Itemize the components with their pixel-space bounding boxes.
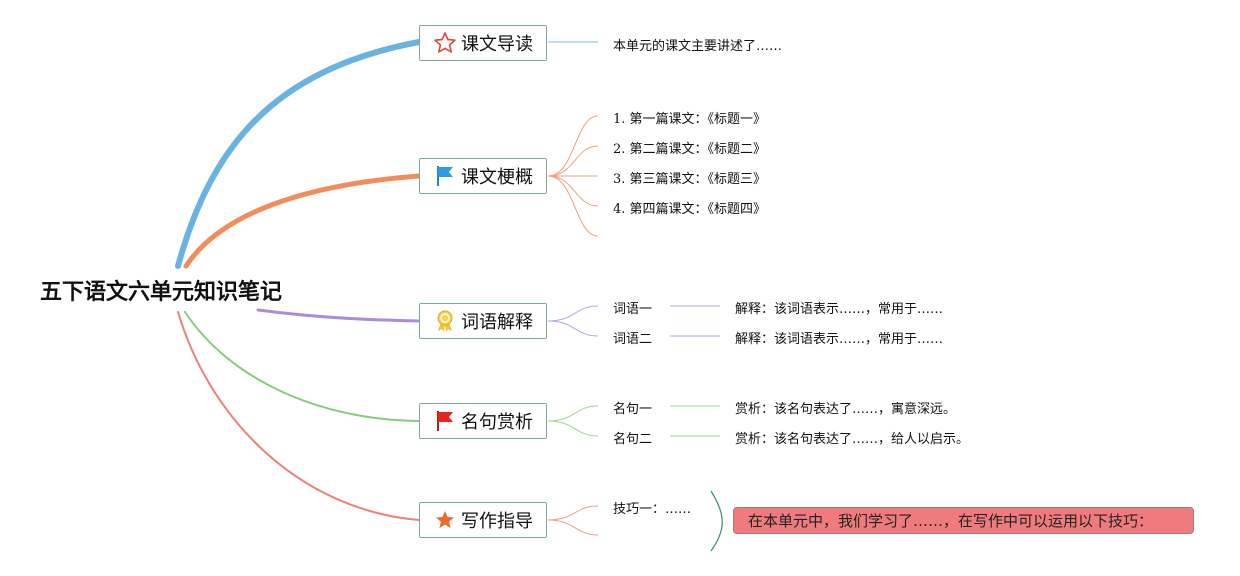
topic-label: 课文导读 bbox=[461, 34, 533, 55]
term-description[interactable]: 赏析：该名句表达了……，给人以启示。 bbox=[735, 432, 970, 447]
star-outline-icon bbox=[433, 31, 457, 55]
leaf-connector bbox=[547, 505, 599, 521]
term-label[interactable]: 词语二 bbox=[613, 332, 653, 347]
topic-node-vocabulary[interactable]: 词语解释 bbox=[419, 303, 547, 339]
term-label[interactable]: 名句一 bbox=[613, 402, 653, 417]
leaf-connector bbox=[547, 405, 599, 422]
topic-label: 写作指导 bbox=[461, 511, 533, 532]
summary-text: 在本单元中，我们学习了……，在写作中可以运用以下技巧： bbox=[748, 512, 1154, 530]
term-label[interactable]: 词语一 bbox=[613, 302, 653, 317]
term-description[interactable]: 解释：该词语表示……，常用于…… bbox=[735, 332, 944, 347]
leaf-text[interactable]: 2. 第二篇课文：《标题二》 bbox=[613, 142, 767, 157]
topic-node-summary[interactable]: 课文梗概 bbox=[419, 158, 547, 194]
topic-label: 词语解释 bbox=[461, 312, 533, 333]
leaf-connector bbox=[547, 175, 599, 207]
central-topic[interactable]: 五下语文六单元知识笔记 bbox=[40, 280, 283, 305]
topic-node-quotes[interactable]: 名句赏析 bbox=[419, 403, 547, 439]
summary-bracket bbox=[710, 490, 723, 552]
leaf-text[interactable]: 4. 第四篇课文：《标题四》 bbox=[613, 202, 767, 217]
leaf-connector bbox=[547, 145, 599, 177]
leaf-connector bbox=[547, 305, 599, 322]
branch-connector-3 bbox=[256, 308, 421, 323]
topic-node-reading[interactable]: 课文导读 bbox=[419, 25, 547, 61]
leaf-text[interactable]: 技巧一：…… bbox=[613, 502, 692, 517]
ribbon-medal-icon bbox=[433, 309, 457, 333]
term-description[interactable]: 解释：该词语表示……，常用于…… bbox=[735, 302, 944, 317]
leaf-connector bbox=[547, 175, 599, 237]
term-description[interactable]: 赏析：该名句表达了……，寓意深远。 bbox=[735, 402, 957, 417]
branch-connector-1 bbox=[175, 39, 422, 269]
topic-label: 名句赏析 bbox=[461, 412, 533, 433]
leaf-connector bbox=[547, 420, 599, 437]
summary-callout[interactable]: 在本单元中，我们学习了……，在写作中可以运用以下技巧： bbox=[733, 507, 1194, 534]
leaf-text[interactable]: 3. 第三篇课文：《标题三》 bbox=[613, 172, 767, 187]
red-flag-icon bbox=[433, 409, 457, 433]
leaf-connector bbox=[547, 115, 599, 177]
leaf-connector bbox=[547, 519, 599, 536]
branch-connector-2 bbox=[183, 173, 422, 269]
orange-star-icon bbox=[433, 508, 457, 532]
topic-label: 课文梗概 bbox=[461, 167, 533, 188]
leaf-text[interactable]: 1. 第一篇课文：《标题一》 bbox=[613, 112, 767, 127]
branch-connector-5 bbox=[177, 311, 420, 521]
term-label[interactable]: 名句二 bbox=[613, 432, 653, 447]
leaf-text[interactable]: 本单元的课文主要讲述了…… bbox=[613, 39, 783, 54]
topic-node-writing[interactable]: 写作指导 bbox=[419, 502, 547, 538]
branch-connector-4 bbox=[184, 311, 420, 422]
blue-flag-icon bbox=[433, 164, 457, 188]
leaf-connector bbox=[547, 320, 599, 337]
